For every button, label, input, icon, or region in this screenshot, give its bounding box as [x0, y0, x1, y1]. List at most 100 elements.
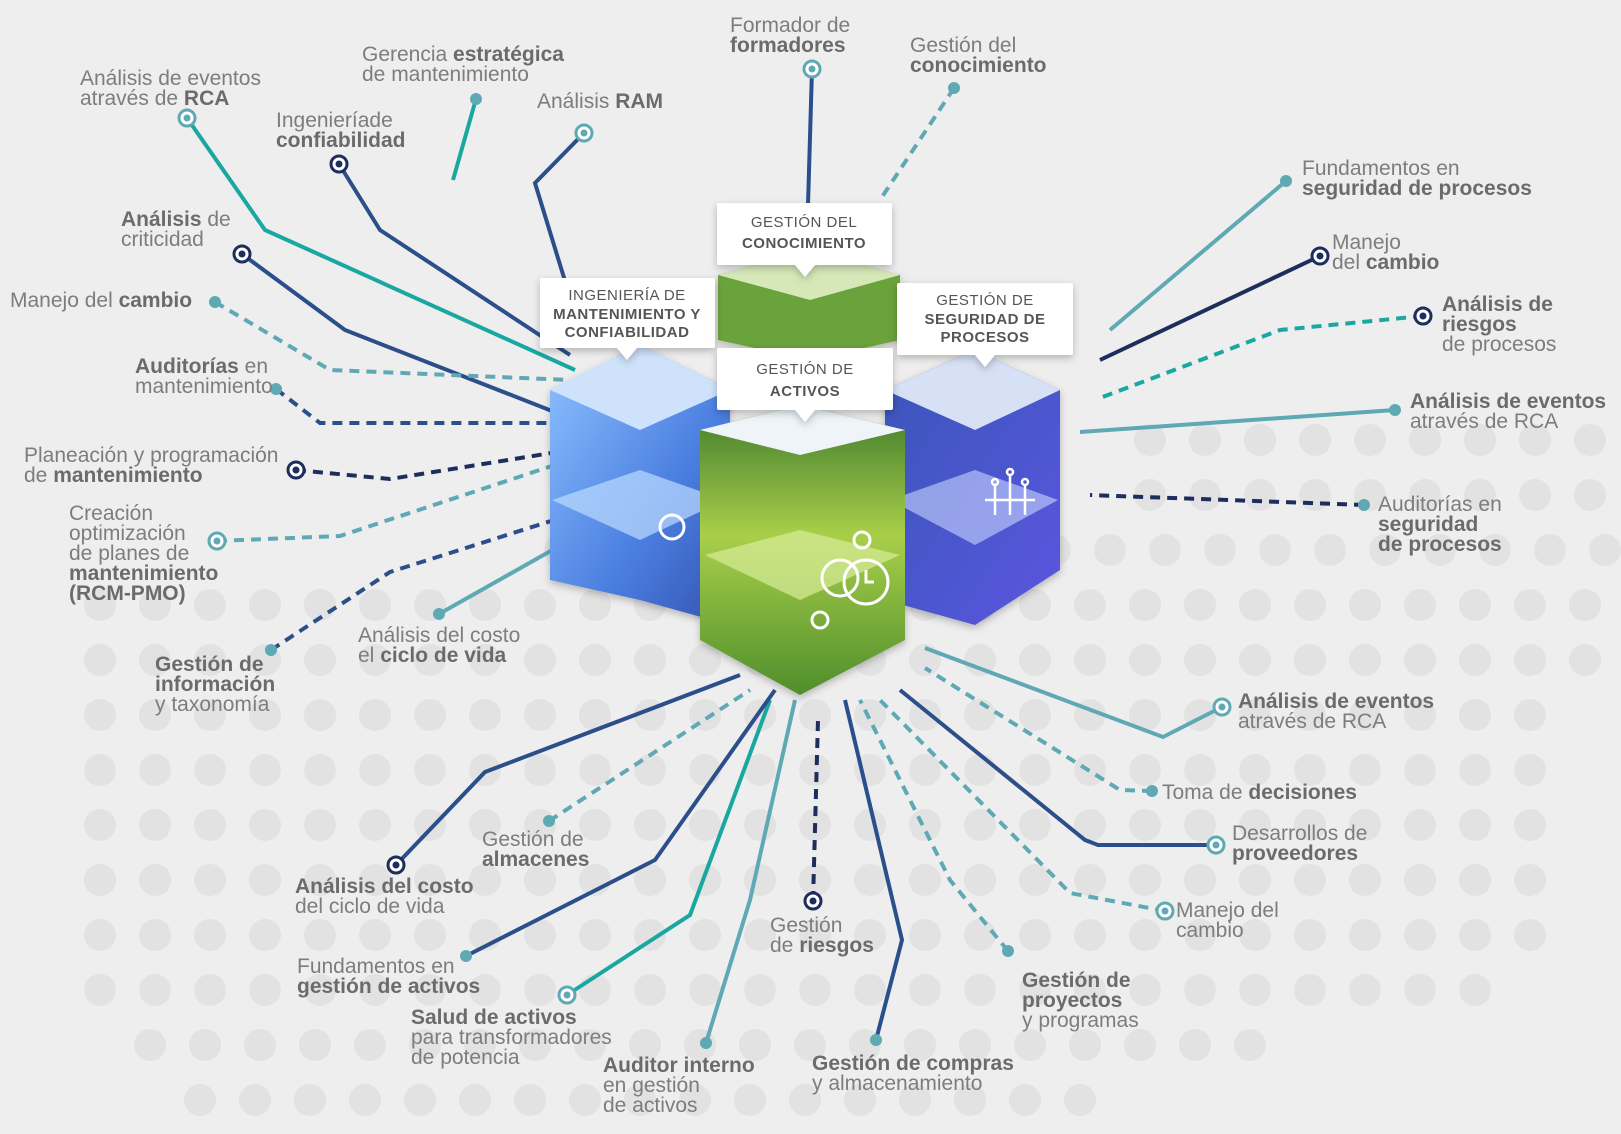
connector-n19	[924, 646, 1223, 740]
background-dot	[354, 1029, 386, 1061]
background-dot	[799, 919, 831, 951]
background-dot	[414, 974, 446, 1006]
background-dot	[1239, 589, 1271, 621]
marker-n22	[1155, 901, 1175, 921]
label-segment: seguridad	[1378, 513, 1478, 536]
background-dot	[249, 699, 281, 731]
box-mantenimiento-line3: CONFIABILIDAD	[565, 324, 690, 341]
background-dot	[249, 919, 281, 951]
label-segment: Salud de activos	[411, 1006, 577, 1029]
background-dot	[1459, 919, 1491, 951]
background-dot	[1404, 754, 1436, 786]
central-cubes	[550, 250, 1060, 695]
background-dot	[469, 644, 501, 676]
label-segment: confiabilidad	[276, 129, 406, 152]
background-dot	[1404, 644, 1436, 676]
label-segment: criticidad	[121, 228, 204, 251]
background-dot	[854, 864, 886, 896]
background-dot	[1409, 479, 1441, 511]
background-dot	[1129, 644, 1161, 676]
cube-process-safety	[885, 350, 1060, 625]
background-dot	[1459, 974, 1491, 1006]
connector-n17	[1079, 408, 1396, 434]
label-segment: de procesos	[1442, 333, 1556, 356]
background-dot	[84, 809, 116, 841]
label-segment: gestión de activos	[297, 975, 480, 998]
connector-n8	[213, 300, 571, 382]
background-dot	[744, 864, 776, 896]
background-dot	[524, 589, 556, 621]
background-dot	[1189, 424, 1221, 456]
background-dot	[1459, 589, 1491, 621]
background-dot	[84, 699, 116, 731]
background-dot	[359, 809, 391, 841]
background-dot	[689, 919, 721, 951]
background-dot	[1299, 479, 1331, 511]
marker-n3	[574, 123, 594, 143]
background-dot	[414, 809, 446, 841]
background-dot	[579, 754, 611, 786]
marker-n26	[803, 891, 823, 911]
connector-n28	[465, 688, 777, 958]
label-segment: Gestión de compras	[812, 1052, 1014, 1075]
background-dot	[1534, 534, 1566, 566]
background-dot	[304, 644, 336, 676]
background-dot	[84, 589, 116, 621]
connector-n1	[185, 116, 576, 372]
background-dot	[194, 864, 226, 896]
background-dot	[84, 919, 116, 951]
background-dot	[1294, 974, 1326, 1006]
label-segment: seguridad de procesos	[1302, 177, 1532, 200]
box-activos-line2: ACTIVOS	[770, 383, 840, 400]
label-segment: Gestión	[770, 914, 842, 937]
background-dot	[1464, 424, 1496, 456]
connector-n23	[858, 699, 1010, 953]
connector-n14	[1108, 179, 1288, 332]
background-dot	[1519, 479, 1551, 511]
label-segment: mantenimiento	[69, 562, 218, 585]
background-dot	[244, 1029, 276, 1061]
background-dot	[1009, 1084, 1041, 1116]
label-n20: Toma de decisiones	[1162, 781, 1357, 804]
background-dot	[1369, 534, 1401, 566]
background-dot	[139, 919, 171, 951]
background-dot	[1129, 699, 1161, 731]
label-segment: Análisis de eventos	[1238, 690, 1434, 713]
marker-n2	[470, 93, 482, 105]
marker-n10	[286, 460, 306, 480]
background-dot	[469, 699, 501, 731]
background-dot	[249, 754, 281, 786]
background-dot	[844, 1084, 876, 1116]
background-dot	[84, 974, 116, 1006]
box-mantenimiento-line2: MANTENIMIENTO Y	[553, 306, 701, 323]
background-dot	[1189, 479, 1221, 511]
label-segment: Análisis de eventos	[80, 67, 261, 90]
background-dot	[1294, 589, 1326, 621]
background-dot	[964, 644, 996, 676]
cube-asset-management	[700, 405, 905, 695]
label-segment: de potencia	[411, 1046, 520, 1069]
gears-clock-icon	[810, 530, 890, 630]
background-dot	[1074, 919, 1106, 951]
background-dot	[634, 864, 666, 896]
background-dot	[1019, 699, 1051, 731]
background-dot	[789, 1084, 821, 1116]
background-dot	[414, 864, 446, 896]
background-dot	[304, 699, 336, 731]
background-dot	[1074, 974, 1106, 1006]
label-segment: riesgos	[799, 934, 874, 957]
marker-n18	[1358, 499, 1370, 511]
box-seguridad-line3: PROCESOS	[940, 329, 1029, 346]
background-dot	[359, 699, 391, 731]
label-segment: y programas	[1022, 1009, 1139, 1032]
background-dot	[959, 1029, 991, 1061]
background-dot	[1074, 589, 1106, 621]
background-dot	[1349, 974, 1381, 1006]
label-segment: Desarrollos de	[1232, 822, 1367, 845]
background-dot	[1149, 534, 1181, 566]
